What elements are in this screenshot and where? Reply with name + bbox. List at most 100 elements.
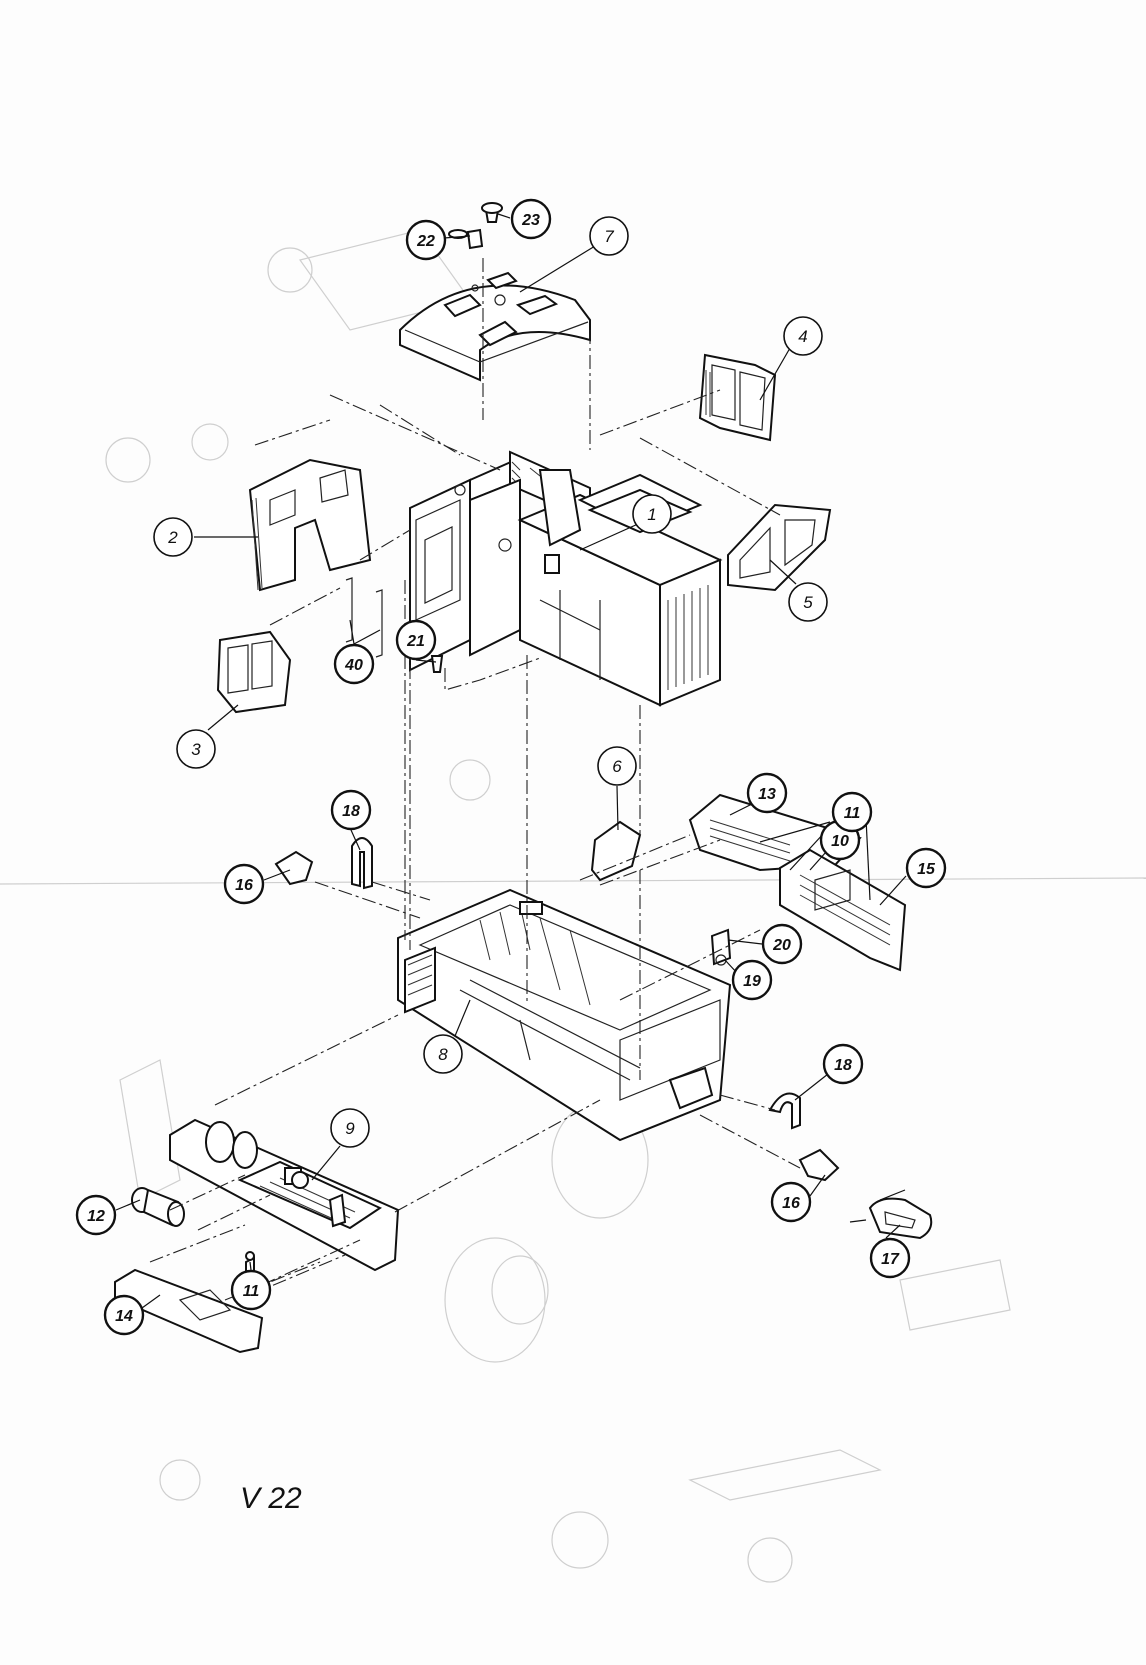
callout-number: 14 bbox=[115, 1308, 133, 1325]
callout-circle bbox=[589, 216, 629, 256]
callout-circle bbox=[770, 1181, 812, 1223]
callout-circle bbox=[103, 1294, 145, 1336]
callout-circle bbox=[333, 643, 375, 685]
part-18-hook-left bbox=[351, 837, 373, 890]
callout-c20: 20 bbox=[761, 923, 803, 965]
callout-c18a: 18 bbox=[330, 789, 372, 831]
part-1-locomotive-body bbox=[409, 450, 723, 707]
callout-c15: 15 bbox=[905, 847, 947, 889]
part-12-part bbox=[131, 1187, 185, 1227]
callout-number: 5 bbox=[803, 593, 813, 612]
callout-circle bbox=[761, 923, 803, 965]
callout-c18b: 18 bbox=[822, 1043, 864, 1085]
callout-number: 10 bbox=[831, 833, 849, 850]
callout-circle bbox=[223, 863, 265, 905]
callout-number: 15 bbox=[917, 861, 936, 878]
callout-c11a: 11 bbox=[831, 791, 873, 833]
callout-c1: 1 bbox=[632, 494, 672, 534]
part-8-chassis bbox=[397, 888, 732, 1142]
callout-circle bbox=[230, 1269, 272, 1311]
part-4-window bbox=[698, 353, 777, 442]
callout-c13: 13 bbox=[746, 772, 788, 814]
callout-number: 9 bbox=[345, 1119, 355, 1138]
callout-c11b: 11 bbox=[230, 1269, 272, 1311]
callout-circle bbox=[405, 219, 447, 261]
part-15-side-panel bbox=[779, 848, 907, 972]
callout-c8: 8 bbox=[423, 1034, 463, 1074]
callout-number: 16 bbox=[235, 877, 253, 894]
callout-number: 11 bbox=[243, 1283, 260, 1300]
callout-c17: 17 bbox=[869, 1237, 911, 1279]
part-22-23-fittings bbox=[448, 202, 503, 250]
part-17-coupling bbox=[849, 1189, 933, 1240]
callout-circle bbox=[746, 772, 788, 814]
part-6 bbox=[590, 820, 642, 882]
drawing-caption: V 22 bbox=[240, 1482, 302, 1515]
part-16-coupler-left bbox=[274, 850, 314, 886]
callout-circle bbox=[75, 1194, 117, 1236]
part-18-hook-right bbox=[768, 1092, 801, 1130]
callout-circle bbox=[869, 1237, 911, 1279]
part-9-motor-assembly bbox=[169, 1118, 400, 1272]
callout-c4: 4 bbox=[783, 316, 823, 356]
callout-circle bbox=[822, 1043, 864, 1085]
callout-circle bbox=[597, 746, 637, 786]
part-3-window bbox=[216, 630, 292, 714]
callout-number: 3 bbox=[191, 740, 201, 759]
callout-number: 11 bbox=[844, 805, 861, 822]
part-19-20 bbox=[710, 928, 732, 966]
callout-c16b: 16 bbox=[770, 1181, 812, 1223]
callout-number: 18 bbox=[834, 1057, 852, 1074]
callout-c21: 21 bbox=[395, 619, 437, 661]
callout-number: 21 bbox=[406, 633, 425, 650]
callout-circle bbox=[176, 729, 216, 769]
callout-circle bbox=[788, 582, 828, 622]
callout-number: 17 bbox=[881, 1251, 900, 1268]
callout-number: 12 bbox=[87, 1208, 105, 1225]
callout-circle bbox=[330, 1108, 370, 1148]
callout-circle bbox=[510, 198, 552, 240]
callout-c5: 5 bbox=[788, 582, 828, 622]
callout-number: 40 bbox=[344, 657, 363, 674]
part-16-coupler-right bbox=[798, 1148, 840, 1182]
part-7-roof bbox=[399, 271, 591, 382]
callout-number: 13 bbox=[758, 786, 776, 803]
callout-c16a: 16 bbox=[223, 863, 265, 905]
callout-c14: 14 bbox=[103, 1294, 145, 1336]
callout-number: 16 bbox=[782, 1195, 800, 1212]
callout-number: 19 bbox=[743, 973, 761, 990]
callout-circle bbox=[330, 789, 372, 831]
callout-number: 8 bbox=[438, 1045, 448, 1064]
callout-number: 23 bbox=[521, 212, 540, 229]
assembly-lines bbox=[149, 258, 801, 1301]
callout-c3: 3 bbox=[176, 729, 216, 769]
callout-circle bbox=[783, 316, 823, 356]
part-2-cab-wall bbox=[248, 458, 372, 592]
callout-number: 18 bbox=[342, 803, 360, 820]
part-40-handrails bbox=[345, 577, 444, 673]
ghost-background bbox=[0, 229, 1146, 1583]
callout-circle bbox=[632, 494, 672, 534]
callout-c40: 40 bbox=[333, 643, 375, 685]
callout-c23: 23 bbox=[510, 198, 552, 240]
callout-circle bbox=[905, 847, 947, 889]
callout-number: 1 bbox=[647, 505, 656, 524]
callout-number: 2 bbox=[167, 528, 178, 547]
callout-number: 20 bbox=[772, 937, 791, 954]
callout-c12: 12 bbox=[75, 1194, 117, 1236]
callout-number: 7 bbox=[604, 227, 614, 246]
callout-circle bbox=[423, 1034, 463, 1074]
callout-circle bbox=[153, 517, 193, 557]
callout-c6: 6 bbox=[597, 746, 637, 786]
callout-number: 6 bbox=[612, 757, 622, 776]
callout-c19: 19 bbox=[731, 959, 773, 1001]
callout-number: 22 bbox=[416, 233, 435, 250]
callout-circle bbox=[395, 619, 437, 661]
callout-c22: 22 bbox=[405, 219, 447, 261]
callout-c2: 2 bbox=[153, 517, 193, 557]
callout-circle bbox=[731, 959, 773, 1001]
callout-c9: 9 bbox=[330, 1108, 370, 1148]
callout-c7: 7 bbox=[589, 216, 629, 256]
